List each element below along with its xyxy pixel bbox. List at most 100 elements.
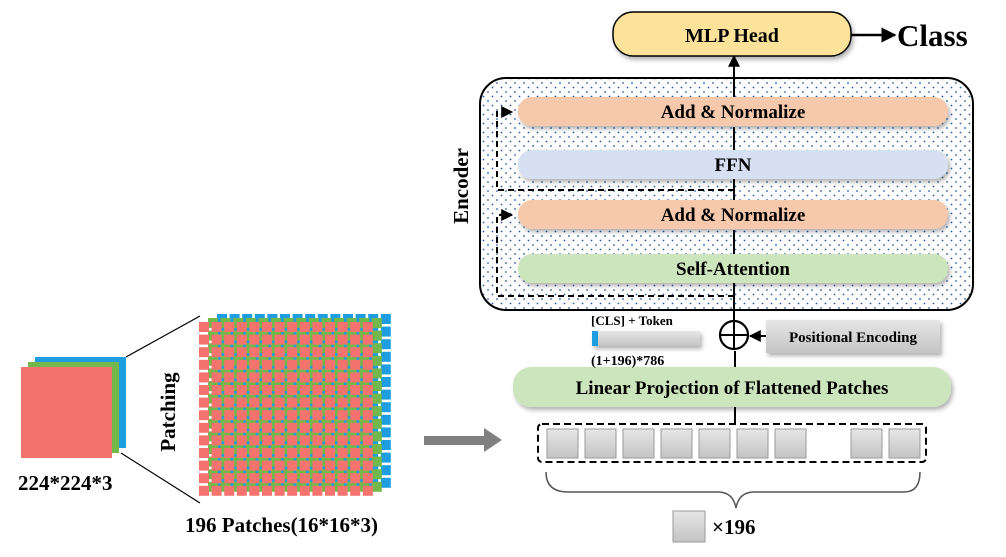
encoder-title: Encoder — [449, 148, 473, 224]
patch-blue — [380, 339, 391, 350]
patch-red — [337, 410, 348, 421]
patch-red — [362, 460, 373, 471]
patch-red — [224, 372, 235, 383]
patch-red — [199, 410, 209, 421]
patch-red — [262, 473, 272, 484]
patch-red — [350, 460, 361, 471]
patch-red — [274, 397, 285, 408]
patch-red — [312, 385, 323, 395]
positional-encoding-label: Positional Encoding — [789, 330, 917, 346]
patch-red — [199, 397, 209, 408]
patch-red — [287, 372, 298, 383]
patch-red — [249, 359, 260, 370]
patch-red — [312, 322, 323, 332]
patch-red — [312, 485, 323, 496]
patch-red — [236, 448, 247, 458]
patch-red — [362, 448, 373, 458]
flattened-patch — [622, 428, 655, 459]
patch-red — [325, 334, 335, 345]
patch-blue — [380, 351, 391, 362]
encoder-layer-label: Add & Normalize — [661, 205, 806, 226]
patch-red — [287, 422, 298, 433]
patch-red — [274, 448, 285, 458]
patch-red — [249, 485, 260, 496]
patching-projection-line-top — [125, 315, 201, 358]
patch-red — [249, 385, 260, 395]
patch-red — [337, 334, 348, 345]
patch-green — [371, 330, 382, 341]
flattened-patches — [546, 428, 921, 459]
patch-red — [199, 485, 209, 496]
flattened-patch — [698, 428, 731, 459]
patch-red — [325, 422, 335, 433]
patch-red — [224, 359, 235, 370]
patch-red — [224, 385, 235, 395]
positional-encoding-block — [766, 320, 940, 353]
patch-red — [199, 359, 209, 370]
patch-red — [262, 422, 272, 433]
patch-blue — [380, 440, 391, 450]
patch-red — [299, 334, 310, 345]
patch-red — [299, 435, 310, 446]
patching-projection-line-bottom — [120, 452, 201, 504]
cls-token-label: [CLS] + Token — [591, 313, 674, 328]
patch-red — [262, 435, 272, 446]
patch-red — [211, 448, 222, 458]
patch-red — [362, 473, 373, 484]
patch-red — [350, 334, 361, 345]
input-image — [21, 357, 126, 458]
patch-red — [325, 372, 335, 383]
patch-green — [371, 444, 382, 454]
patch-red — [287, 485, 298, 496]
patch-blue — [380, 427, 391, 438]
patch-red — [262, 372, 272, 383]
patch-red — [350, 473, 361, 484]
patch-red — [362, 385, 373, 395]
patch-red — [224, 460, 235, 471]
patch-red — [350, 448, 361, 458]
patch-red — [236, 435, 247, 446]
patch-red — [337, 385, 348, 395]
patch-red — [362, 347, 373, 358]
encoder-layer-block — [518, 200, 948, 229]
patch-red — [362, 410, 373, 421]
patch-red — [325, 448, 335, 458]
patch-red — [236, 359, 247, 370]
encoder-layer-block — [518, 97, 948, 126]
patch-red — [325, 385, 335, 395]
patch-red — [287, 473, 298, 484]
patch-red — [199, 385, 209, 395]
patch-red — [350, 359, 361, 370]
patch-red — [249, 422, 260, 433]
patch-red — [312, 422, 323, 433]
patch-red — [249, 460, 260, 471]
patch-red — [274, 385, 285, 395]
patch-red — [211, 485, 222, 496]
encoder-layer-block — [518, 150, 948, 179]
patch-red — [211, 460, 222, 471]
patch-red — [312, 410, 323, 421]
patch-red — [262, 460, 272, 471]
patch-red — [249, 334, 260, 345]
patch-green — [371, 393, 382, 404]
patch-blue — [380, 389, 391, 400]
patch-green — [371, 381, 382, 391]
encoder-layer-label: FFN — [715, 155, 752, 176]
patch-red — [312, 460, 323, 471]
patch-green — [371, 418, 382, 429]
patch-green — [371, 343, 382, 354]
patch-multiplier-label: ×196 — [712, 515, 755, 539]
patch-red — [211, 372, 222, 383]
patch-red — [236, 485, 247, 496]
patch-red — [350, 347, 361, 358]
patch-red — [337, 322, 348, 332]
flattened-patch — [584, 428, 617, 459]
patch-grid — [199, 314, 391, 496]
patch-red — [362, 334, 373, 345]
patch-red — [312, 397, 323, 408]
patch-red — [211, 322, 222, 332]
patch-red — [224, 322, 235, 332]
patch-red — [211, 410, 222, 421]
patch-red — [325, 397, 335, 408]
flattened-patch — [850, 428, 883, 459]
